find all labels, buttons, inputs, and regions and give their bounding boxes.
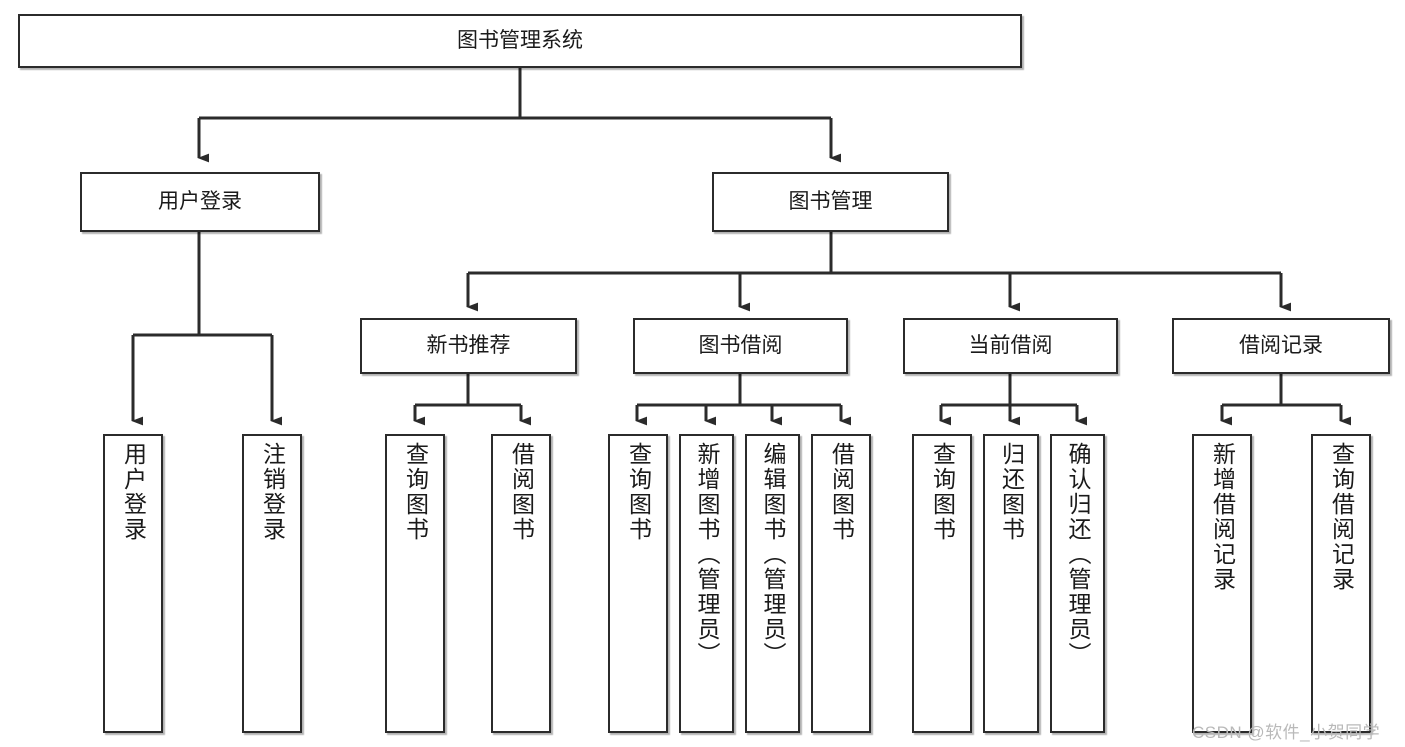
node-leaf-confirm-return-admin[interactable]: 确认归还（管理员） xyxy=(1050,434,1105,733)
node-leaf-query-book-borrow-label: 查询图书 xyxy=(625,442,652,542)
node-leaf-borrow-book[interactable]: 借阅图书 xyxy=(811,434,871,733)
edge-group-borrow-record xyxy=(1220,374,1351,426)
node-borrow-record[interactable]: 借阅记录 xyxy=(1172,318,1390,374)
node-new-book-recommend-label: 新书推荐 xyxy=(426,333,511,357)
node-root-system[interactable]: 图书管理系统 xyxy=(18,14,1022,68)
node-user-login[interactable]: 用户登录 xyxy=(80,172,320,232)
edge-group-new-book-recommend xyxy=(413,374,531,426)
node-leaf-user-login[interactable]: 用户登录 xyxy=(103,434,163,733)
node-leaf-query-book-recommend[interactable]: 查询图书 xyxy=(385,434,445,733)
node-book-management-label: 图书管理 xyxy=(788,189,873,213)
node-leaf-borrow-book-recommend-label: 借阅图书 xyxy=(508,442,535,542)
node-leaf-query-book-current-label: 查询图书 xyxy=(929,442,956,542)
node-leaf-user-login-label: 用户登录 xyxy=(120,442,147,542)
node-leaf-return-book[interactable]: 归还图书 xyxy=(983,434,1039,733)
edge-group-book-borrow xyxy=(635,374,851,426)
node-leaf-return-book-label: 归还图书 xyxy=(998,442,1025,542)
node-leaf-borrow-book-label: 借阅图书 xyxy=(828,442,855,542)
node-leaf-edit-book-admin-label: 编辑图书（管理员） xyxy=(760,442,786,667)
node-borrow-record-label: 借阅记录 xyxy=(1239,333,1323,357)
node-leaf-query-book-current[interactable]: 查询图书 xyxy=(912,434,972,733)
node-root-system-label: 图书管理系统 xyxy=(457,28,583,52)
node-leaf-add-borrow-record-label: 新增借阅记录 xyxy=(1209,442,1236,592)
node-book-borrow-label: 图书借阅 xyxy=(698,333,783,357)
node-leaf-borrow-book-recommend[interactable]: 借阅图书 xyxy=(491,434,551,733)
node-leaf-query-borrow-record-label: 查询借阅记录 xyxy=(1328,442,1355,592)
node-leaf-add-borrow-record[interactable]: 新增借阅记录 xyxy=(1192,434,1252,733)
node-leaf-edit-book-admin[interactable]: 编辑图书（管理员） xyxy=(745,434,800,733)
node-current-borrow-label: 当前借阅 xyxy=(968,333,1053,357)
edge-group-user-login xyxy=(131,232,282,426)
node-book-management[interactable]: 图书管理 xyxy=(712,172,949,232)
edge-group-book-management xyxy=(466,232,1291,312)
edge-group-root xyxy=(197,68,841,163)
node-book-borrow[interactable]: 图书借阅 xyxy=(633,318,848,374)
node-leaf-query-book-borrow[interactable]: 查询图书 xyxy=(608,434,668,733)
csdn-watermark: CSDN @软件_小贺同学 xyxy=(1192,723,1381,742)
node-user-login-label: 用户登录 xyxy=(158,189,242,213)
node-leaf-query-book-recommend-label: 查询图书 xyxy=(402,442,429,542)
node-leaf-query-borrow-record[interactable]: 查询借阅记录 xyxy=(1311,434,1371,733)
node-leaf-add-book-admin[interactable]: 新增图书（管理员） xyxy=(679,434,734,733)
node-new-book-recommend[interactable]: 新书推荐 xyxy=(360,318,577,374)
node-current-borrow[interactable]: 当前借阅 xyxy=(903,318,1118,374)
edge-group-current-borrow xyxy=(939,374,1087,426)
node-leaf-logout-label: 注销登录 xyxy=(259,442,286,542)
node-leaf-add-book-admin-label: 新增图书（管理员） xyxy=(694,442,720,667)
node-leaf-logout[interactable]: 注销登录 xyxy=(242,434,302,733)
node-leaf-confirm-return-admin-label: 确认归还（管理员） xyxy=(1065,442,1091,667)
